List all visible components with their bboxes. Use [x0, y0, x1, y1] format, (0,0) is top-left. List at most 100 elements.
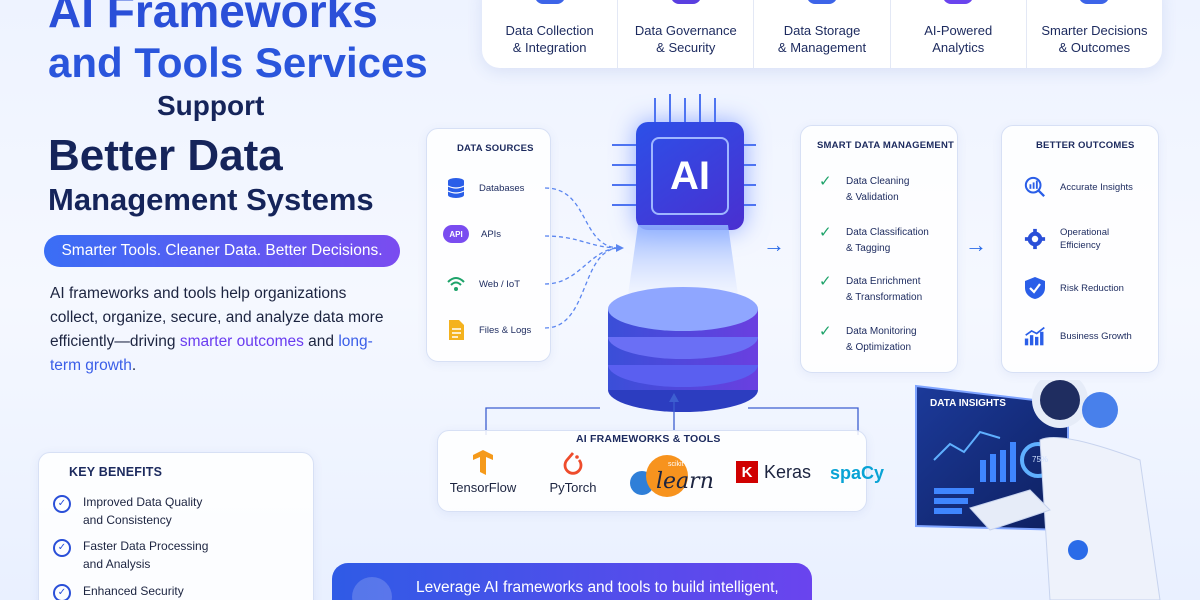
ai-chip: AI — [636, 122, 744, 230]
framework-label: learn — [656, 469, 714, 494]
ai-chip-visual: AI — [600, 90, 760, 270]
lightbulb-icon — [352, 577, 392, 600]
wifi-icon — [445, 273, 467, 295]
title-line-3: Support — [157, 90, 265, 121]
source-connectors — [544, 187, 624, 329]
banner-text: Leverage AI frameworks and tools to buil… — [416, 579, 779, 596]
tensorflow-icon — [473, 450, 493, 475]
api-cloud-icon: API — [443, 225, 469, 243]
source-web-iot: Web / IoT — [445, 273, 520, 295]
capability-data-governance: Data Governance & Security — [618, 0, 755, 68]
dashboard-gauge-value: 75% — [1032, 455, 1049, 464]
benefit-line-1: Enhanced Security — [83, 584, 184, 598]
benefit-item: ✓ Enhanced Security — [53, 582, 184, 600]
outcome-item: Accurate Insights — [1024, 176, 1133, 198]
framework-connectors — [485, 393, 859, 435]
pytorch-icon — [563, 452, 583, 475]
title-line-2: and Tools Services — [48, 39, 428, 86]
outcome-line-1: Operational — [1060, 227, 1110, 238]
shield-check-icon — [1024, 277, 1046, 299]
capability-label: Data Governance & Security — [634, 23, 737, 55]
management-item: ✓ Data Enrichment& Transformation — [819, 274, 922, 306]
gear-icon — [1024, 228, 1046, 250]
chip-pins — [612, 94, 756, 206]
tagline-text: Smarter Tools. Cleaner Data. Better Deci… — [61, 242, 383, 259]
capability-label: Data Collection & Integration — [505, 23, 594, 55]
framework-spacy: spaCy — [830, 463, 884, 484]
management-item-line-2: & Transformation — [846, 292, 923, 303]
description-part-2: and — [303, 333, 339, 350]
gear-icon — [534, 0, 565, 4]
data-sources-title: DATA SOURCES — [457, 143, 534, 154]
data-stack — [608, 225, 758, 412]
check-icon: ✓ — [819, 323, 832, 340]
outcome-item: Risk Reduction — [1024, 277, 1124, 299]
management-item: ✓ Data Classification & Tagging — [819, 225, 929, 257]
framework-label: spaCy — [830, 463, 885, 483]
framework-scikit-learn: scikit learn — [628, 453, 718, 501]
better-outcomes-title: BETTER OUTCOMES — [1036, 140, 1135, 151]
source-databases: Databases — [445, 177, 524, 199]
outcome-line-1: Business Growth — [1060, 330, 1132, 342]
data-sources-panel: DATA SOURCES Databases API APIs Web / Io… — [426, 128, 551, 362]
source-label: Databases — [479, 182, 525, 194]
check-circle-icon: ✓ — [53, 584, 71, 600]
management-item-line-2: & Validation — [846, 192, 899, 203]
management-item-line-2: & Optimization — [846, 342, 912, 353]
check-icon: ✓ — [819, 273, 832, 290]
magnifier-chart-icon — [1024, 176, 1046, 198]
database-icon — [807, 0, 837, 4]
tagline-pill: Smarter Tools. Cleaner Data. Better Deci… — [44, 235, 400, 267]
description-part-3: . — [131, 357, 137, 374]
file-icon — [445, 319, 467, 341]
ai-chip-label: AI — [651, 137, 729, 215]
management-item-line-1: Data Monitoring — [846, 326, 917, 337]
better-outcomes-panel: BETTER OUTCOMES Accurate Insights Operat… — [1001, 125, 1159, 373]
bottom-banner: Leverage AI frameworks and tools to buil… — [332, 563, 812, 600]
title-line-5: Management Systems — [48, 182, 374, 217]
arrow-right-icon: → — [763, 232, 785, 257]
benefit-line-1: Faster Data Processing — [83, 539, 209, 553]
management-item-line-2: & Tagging — [846, 243, 891, 254]
scikit-small-label: scikit — [668, 461, 684, 468]
arrow-right-icon: → — [965, 232, 987, 257]
capability-ai-analytics: AI-Powered Analytics — [891, 0, 1027, 68]
check-circle-icon: ✓ — [53, 495, 71, 513]
shield-icon — [670, 0, 701, 4]
source-apis: API APIs — [443, 225, 501, 243]
check-icon: ✓ — [819, 224, 832, 241]
database-icon — [445, 177, 467, 199]
ai-frameworks-title: AI FRAMEWORKS & TOOLS — [576, 433, 721, 445]
check-icon: ✓ — [819, 173, 832, 190]
capability-label: Data Storage & Management — [777, 23, 867, 55]
description-part-1: AI frameworks and tools help organizatio… — [50, 285, 384, 350]
description: AI frameworks and tools help organizatio… — [50, 282, 390, 378]
capability-smarter-decisions: Smarter Decisions & Outcomes — [1027, 0, 1162, 68]
keras-icon: K — [736, 461, 758, 483]
source-label: Files & Logs — [479, 324, 532, 336]
key-benefits-title: KEY BENEFITS — [69, 465, 163, 479]
management-item-line-1: Data Classification — [846, 227, 929, 238]
source-label: Web / IoT — [479, 278, 521, 290]
benefit-line-2: and Consistency — [83, 513, 172, 527]
dashboard-title: DATA INSIGHTS — [930, 398, 1006, 409]
benefit-line-2: and Analysis — [83, 557, 151, 571]
description-highlight-2: long-term growth — [50, 333, 373, 374]
ai-frameworks-panel: AI FRAMEWORKS & TOOLS TensorFlow PyTorch… — [437, 430, 884, 512]
capability-data-storage: Data Storage & Management — [754, 0, 891, 68]
brain-icon — [943, 0, 974, 4]
outcome-line-1: Accurate Insights — [1060, 181, 1133, 193]
smart-data-management-panel: SMART DATA MANAGEMENT ✓ Data Cleaning& V… — [800, 125, 958, 373]
capability-data-collection: Data Collection & Integration — [482, 0, 619, 68]
management-item: ✓ Data Monitoring & Optimization — [819, 324, 917, 356]
framework-keras: K Keras — [736, 461, 811, 483]
management-item: ✓ Data Cleaning& Validation — [819, 174, 909, 206]
growth-chart-icon — [1024, 325, 1046, 347]
title-line-1: AI Frameworks — [48, 0, 378, 37]
framework-pytorch: PyTorch — [543, 451, 603, 495]
outcome-line-2: Efficiency — [1060, 240, 1101, 251]
robot-dashboard-illustration — [915, 380, 1161, 600]
